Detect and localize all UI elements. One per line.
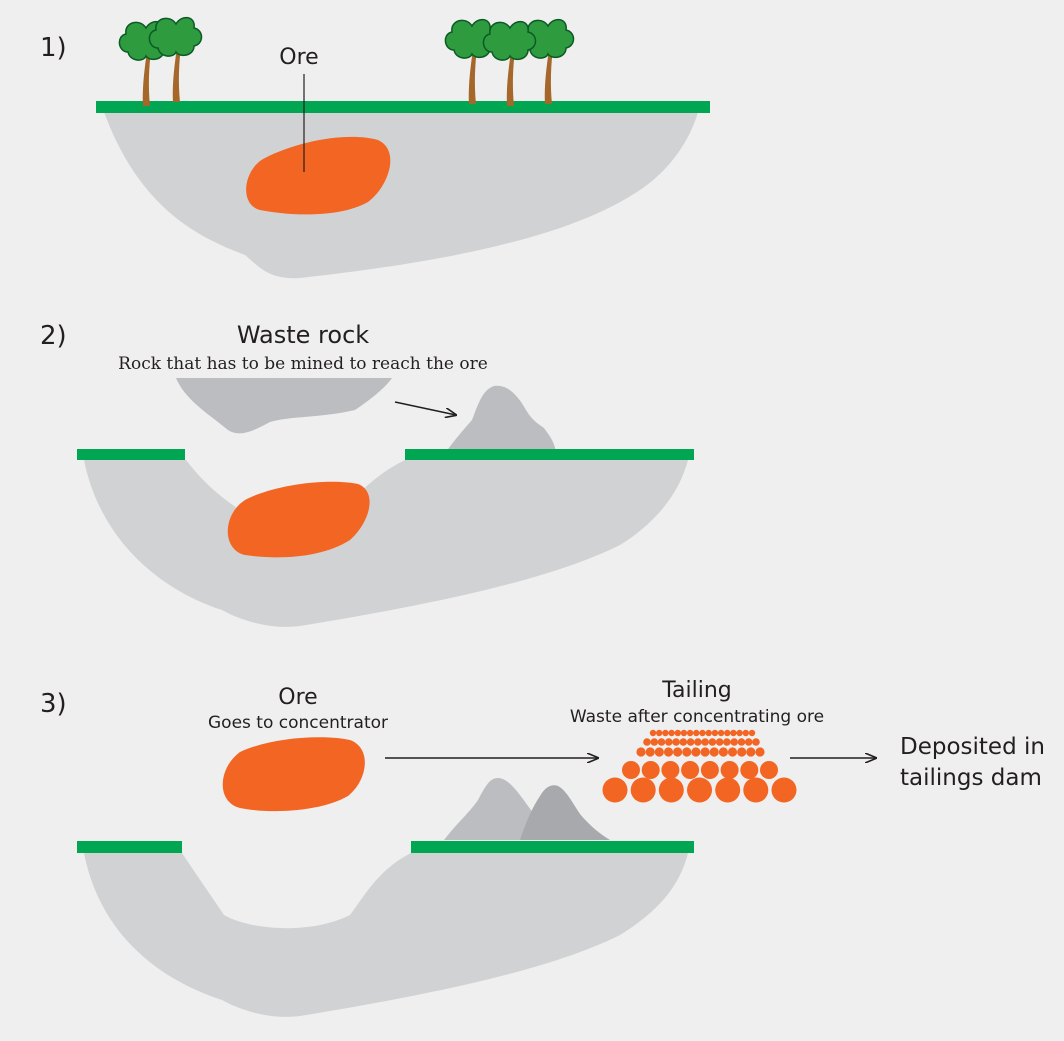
tailing-particle <box>730 729 737 737</box>
tailing-particle <box>650 738 659 746</box>
tailing-particle <box>724 729 731 737</box>
tailing-particle <box>771 777 797 803</box>
tailing-particle <box>746 747 756 757</box>
tailing-particle <box>686 738 695 746</box>
tailing-particle <box>665 738 673 746</box>
tailing-particle <box>680 729 688 737</box>
tailing-particle <box>709 747 719 757</box>
tailing-particle <box>658 777 684 803</box>
step-3-ore-description: Goes to concentrator <box>208 713 388 733</box>
tailing-particle <box>662 729 669 737</box>
tree-icon <box>482 20 537 107</box>
step-1-ground-surface <box>96 101 710 113</box>
tailing-particle <box>641 761 660 779</box>
tailing-particle <box>755 747 765 757</box>
tailing-particle <box>602 777 628 803</box>
tailing-particle <box>674 729 681 737</box>
step-1-number: 1) <box>40 33 67 63</box>
tailing-particle <box>711 729 719 737</box>
tailing-particle-pile <box>602 729 797 803</box>
waste-rock-title: Waste rock <box>237 321 369 349</box>
step-2-ground-left <box>77 449 185 460</box>
step-3-number: 3) <box>40 689 67 719</box>
tailing-particle <box>691 747 701 757</box>
tailing-particle <box>727 747 738 757</box>
step-1-rock-body <box>104 112 698 279</box>
tailing-particle <box>673 747 683 757</box>
step-1-ore-label: Ore <box>279 45 318 70</box>
step-3-ground-left <box>77 841 182 853</box>
tailing-particle <box>682 747 692 757</box>
tailing-particle <box>737 738 746 746</box>
tailing-particle <box>717 729 725 737</box>
step-3-ore-title: Ore <box>278 685 317 710</box>
tailing-particle <box>630 777 656 803</box>
step-1-ore-body <box>246 136 391 215</box>
step-2-number: 2) <box>40 321 67 351</box>
step-2-ore-body <box>227 481 370 558</box>
waste-rock-arrow <box>394 401 456 415</box>
tailing-particle <box>760 761 778 779</box>
tailing-particle <box>743 777 769 803</box>
tailing-particle <box>681 761 700 779</box>
tailing-particle <box>699 729 706 737</box>
tailing-particle <box>723 738 731 746</box>
tailing-particle <box>715 777 741 803</box>
tailing-particle <box>705 729 712 737</box>
tailing-particle <box>700 747 710 757</box>
step-3-ground-right <box>411 841 694 853</box>
step-1: 1) Ore <box>40 16 710 279</box>
tailing-particle <box>708 738 717 746</box>
tailing-particle <box>694 738 702 746</box>
tailing-particle <box>720 761 739 779</box>
tailing-particle <box>730 738 738 746</box>
tailing-particle <box>715 738 724 746</box>
tailing-description: Waste after concentrating ore <box>570 707 824 727</box>
removed-waste-rock <box>176 378 392 434</box>
tailing-particle <box>752 738 760 746</box>
tailing-particle <box>654 747 664 757</box>
tailing-particle <box>622 761 640 779</box>
tailing-particle <box>744 738 753 746</box>
tailing-particle <box>645 747 655 757</box>
deposit-label-line-2: tailings dam <box>900 765 1042 791</box>
tailing-particle <box>672 738 680 746</box>
tailing-particle <box>643 738 651 746</box>
tailing-particle <box>649 729 657 737</box>
tailing-particle <box>736 729 743 737</box>
tailing-particle <box>656 729 663 737</box>
tailing-particle <box>742 729 749 737</box>
tailing-particle <box>661 761 680 779</box>
tailing-title: Tailing <box>661 678 732 703</box>
step-3-ore-body <box>222 737 365 812</box>
tailing-particle <box>718 747 729 757</box>
step-3: 3) Ore Goes to concentrator Tailing Wast… <box>40 678 1045 1017</box>
tailing-particle <box>701 738 709 746</box>
tailing-particle <box>679 738 688 746</box>
step-2-ground-right <box>405 449 694 460</box>
waste-rock-pile-dark <box>520 785 610 840</box>
tree-icon <box>148 16 203 103</box>
step-3-rock-body <box>84 853 688 1017</box>
tailing-particle <box>737 747 747 757</box>
tailing-particle <box>636 747 646 757</box>
waste-rock-pile <box>446 385 556 452</box>
tailing-particle <box>686 729 694 737</box>
step-2: 2) Waste rock Rock that has to be mined … <box>40 321 694 627</box>
tailing-particle <box>740 761 759 779</box>
tailing-particle <box>687 777 712 803</box>
tailing-particle <box>657 738 666 746</box>
deposit-label-line-1: Deposited in <box>900 734 1045 760</box>
tailing-particle <box>748 729 756 737</box>
step-2-rock-body <box>84 460 688 627</box>
tailing-particle <box>663 747 674 757</box>
tailing-particle <box>693 729 700 737</box>
tailing-particle <box>700 761 719 779</box>
tailing-particle <box>668 729 675 737</box>
waste-rock-description: Rock that has to be mined to reach the o… <box>118 354 488 374</box>
